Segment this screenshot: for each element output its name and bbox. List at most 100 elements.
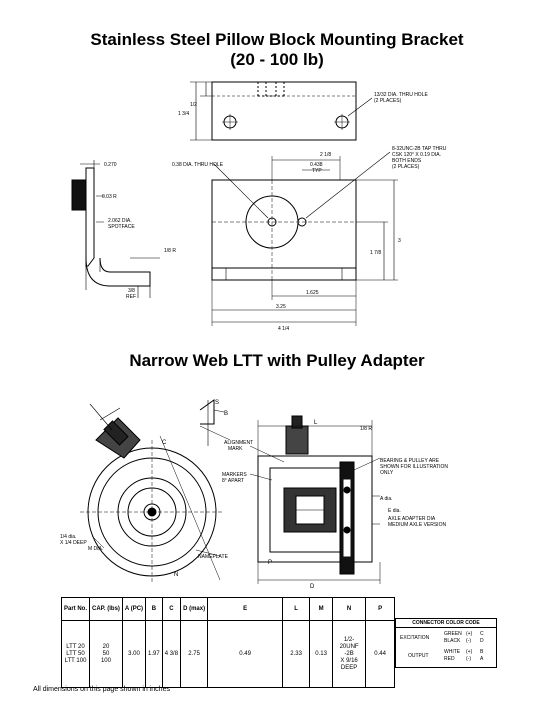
spotface-label: SPOTFACE <box>108 224 135 230</box>
cap-20: 20 <box>102 643 110 650</box>
part-no-20: LTT 20 <box>66 643 85 650</box>
dim-b: B <box>224 411 228 417</box>
tap-label-4: (2 PLACES) <box>392 164 420 170</box>
out-color-1: WHITE <box>444 649 461 655</box>
cell-m: 0.13 <box>309 620 334 688</box>
a-dia-label: A dia. <box>380 496 393 502</box>
color-code-title: CONNECTOR COLOR CODE <box>396 619 496 628</box>
dim-typ: TYP <box>312 168 322 174</box>
cell-c: 4 3/8 <box>161 620 182 688</box>
m-dia-label: M DIA. <box>88 546 103 552</box>
tap-label-3: BOTH ENDS <box>392 158 422 164</box>
output-label: OUTPUT <box>408 653 429 659</box>
cap-100: 100 <box>100 657 111 664</box>
thru-hole-top-label: 13/32 DIA. THRU HOLE <box>374 92 428 98</box>
dim-p: P <box>268 560 272 566</box>
dim-3-8-ref: REF <box>126 294 136 300</box>
bracket-title: Stainless Steel Pillow Block Mounting Br… <box>90 30 464 49</box>
out-pin-1: B <box>480 649 484 655</box>
connector-color-code: CONNECTOR COLOR CODE EXCITATION GREEN (+… <box>395 618 497 668</box>
table-row: LTT 20 LTT 50 LTT 100 20 50 100 3.00 1.9… <box>60 620 396 688</box>
bracket-side-view <box>71 160 160 298</box>
cell-part-no: LTT 20 LTT 50 LTT 100 <box>60 620 91 688</box>
header-n: N <box>332 597 367 621</box>
header-c: C <box>161 597 182 621</box>
bracket-front-view <box>211 151 398 326</box>
cell-cap: 20 50 100 <box>89 620 123 688</box>
dim-4-1-4: 4 1/4 <box>278 326 289 332</box>
dim-3: 3 <box>398 238 401 244</box>
spec-table: Part No. CAP. (lbs) A (PC) B C D (max) E… <box>60 597 396 688</box>
out-color-2: RED <box>444 656 455 662</box>
dim-1-8-r-bottom: 1/8 R <box>360 426 372 432</box>
exc-pin-1: C <box>480 631 484 637</box>
cap-50: 50 <box>102 650 110 657</box>
cell-n: 1/2- 20UNF -2B X 9/16 DEEP <box>332 620 367 688</box>
ltt-front-view <box>80 403 224 584</box>
axle-version-label: MEDIUM AXLE VERSION <box>388 522 446 528</box>
cell-b: 1.97 <box>145 620 163 688</box>
cell-a: 3.00 <box>121 620 147 688</box>
e-dia-label: E dia. <box>388 508 401 514</box>
bearing-label-1: BEARING & PULLEY ARE <box>380 458 440 464</box>
cell-d: 2.75 <box>180 620 209 688</box>
tap-label-2: CSK 120° X 0.19 DIA. <box>392 152 441 158</box>
dim-1-3-4: 1 3/4 <box>178 111 189 117</box>
header-m: M <box>309 597 334 621</box>
cell-l: 2.33 <box>282 620 311 688</box>
out-sign-1: (+) <box>466 649 473 655</box>
dim-l: L <box>314 420 318 426</box>
nameplate-label: NAMEPLATE <box>198 554 229 560</box>
spotface-dia-label: 2.062 DIA. <box>108 218 132 224</box>
quarter-deep-label: X 1/4 DEEP <box>60 540 87 546</box>
alignment-label: ALIGNMENT <box>224 440 253 446</box>
dim-n: N <box>174 572 178 578</box>
dim-1-2: 1/2 <box>190 102 197 108</box>
dim-2-1-8: 2 1/8 <box>320 152 331 158</box>
dim-3-8: 3/8 <box>128 288 135 294</box>
n-line-5: DEEP <box>340 664 358 671</box>
n-line-1: 1/2- <box>343 636 355 643</box>
alignment-detail <box>199 399 231 446</box>
dim-1-7-8: 1 7/8 <box>370 250 381 256</box>
dim-0-03-r: 0.03 R <box>102 194 117 200</box>
dim-0-438: 0.438 <box>310 162 323 168</box>
part-no-100: LTT 100 <box>64 657 87 664</box>
spec-table-header: Part No. CAP. (lbs) A (PC) B C D (max) E… <box>60 597 396 621</box>
dim-d: D <box>310 584 315 590</box>
header-d: D (max) <box>180 597 209 621</box>
header-part-no: Part No. <box>60 597 91 621</box>
dim-s: S <box>215 400 219 406</box>
exc-color-2: BLACK <box>444 638 461 644</box>
header-b: B <box>145 597 163 621</box>
alignment-mark-label: MARK <box>228 446 243 452</box>
header-l: L <box>282 597 311 621</box>
header-p: P <box>365 597 396 621</box>
dim-0-270: 0.270 <box>104 162 117 168</box>
ltt-side-view <box>249 415 381 584</box>
part-no-50: LTT 50 <box>66 650 85 657</box>
cell-e: 0.49 <box>207 620 284 688</box>
n-line-3: -2B <box>344 650 354 657</box>
exc-sign-2: (-) <box>466 638 471 644</box>
thru-hole-mid-label: 0.38 DIA. THRU HOLE <box>172 162 224 168</box>
dim-1-625: 1.625 <box>306 290 319 296</box>
out-pin-2: A <box>480 656 484 662</box>
exc-color-1: GREEN <box>444 631 462 637</box>
dimensions-footnote: All dimensions on this page shown in inc… <box>33 686 170 693</box>
header-cap: CAP. (lbs) <box>89 597 123 621</box>
cell-p: 0.44 <box>365 620 396 688</box>
dim-c: C <box>162 440 167 446</box>
bracket-capacity-title: (20 - 100 lb) <box>230 50 324 69</box>
tap-label-1: 8-32UNC-2B TAP THRU <box>392 146 447 152</box>
exc-sign-1: (+) <box>466 631 473 637</box>
dim-1-8-r: 1/8 R <box>164 248 176 254</box>
excitation-label: EXCITATION <box>400 635 430 641</box>
pulley-adapter-title: Narrow Web LTT with Pulley Adapter <box>129 351 425 370</box>
exc-pin-2: D <box>480 638 484 644</box>
n-line-4: X 9/16 <box>340 657 358 664</box>
header-a: A (PC) <box>121 597 147 621</box>
axle-adapter-label: AXLE ADAPTER DIA <box>388 516 436 522</box>
bracket-top-view <box>190 81 373 141</box>
